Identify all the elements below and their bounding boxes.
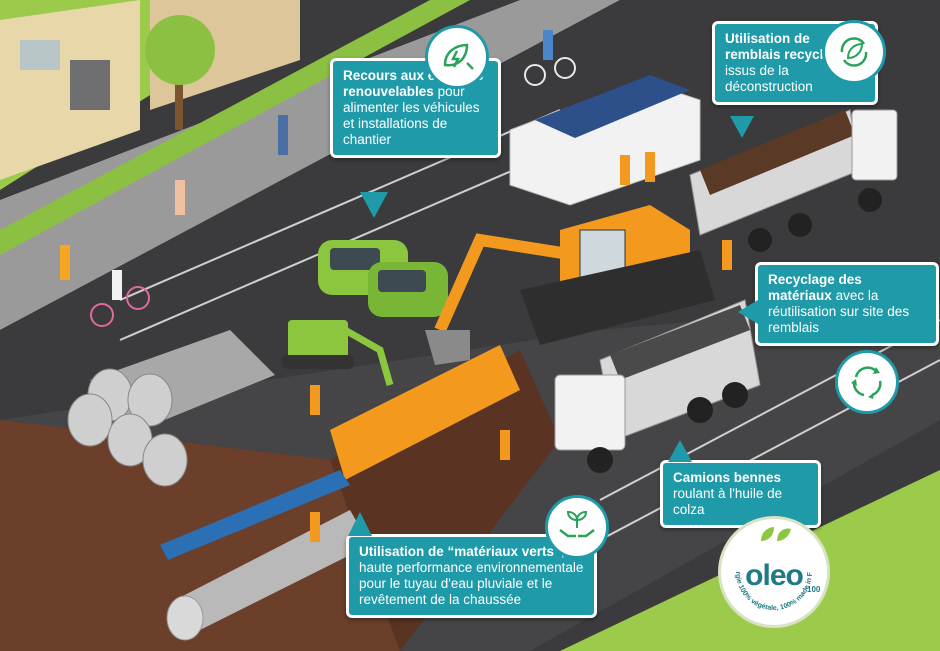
oleo-number: 100: [807, 585, 821, 594]
dump-truck-top: [689, 109, 898, 252]
callout-green-materials: Utilisation de “matériaux verts”, à haut…: [346, 534, 597, 618]
callout-recycled-backfill-tail: [730, 116, 754, 138]
oleo-ring: L'énergie 100% végétale, 100% made in Fr…: [721, 519, 814, 612]
grey-pipe-end: [166, 595, 204, 641]
solar-panels: [535, 75, 690, 138]
green-materials-icon-circle: [545, 495, 609, 559]
workers: [310, 152, 732, 542]
house-window: [20, 40, 60, 70]
backfill-icon-circle: [822, 20, 886, 84]
callout-green-materials-bold: Utilisation de “matériaux verts”: [359, 544, 561, 559]
oleo-word: oleo: [745, 559, 804, 592]
callout-material-recycling: Recyclage des matériaux avec la réutilis…: [755, 262, 939, 346]
large-excavator: [425, 205, 715, 365]
callout-material-recycling-tail: [738, 300, 758, 324]
blue-pipe: [160, 470, 350, 560]
fence-right: [599, 319, 940, 501]
callout-recycled-backfill-bold: Utilisation de remblais recyclés: [725, 31, 839, 62]
house-door: [70, 60, 110, 110]
tree-crown: [145, 15, 215, 85]
leaf-cycle-icon: [840, 37, 868, 67]
callout-renewable-energy-text: pour alimenter les véhicules et installa…: [343, 84, 480, 147]
grey-pipe: [175, 510, 370, 635]
oleo-leaf-right-icon: [777, 528, 791, 541]
mini-excavator: [282, 320, 394, 386]
plug-leaf-icon: [443, 43, 474, 70]
callout-dump-trucks-text: roulant à l'huile de colza: [673, 486, 783, 517]
renewable-icon-circle: [425, 25, 489, 89]
tree-trunk: [175, 70, 183, 130]
callout-dump-trucks-bold: Camions bennes: [673, 470, 782, 485]
callout-material-recycling-text: avec la réutilisation sur site des rembl…: [768, 288, 910, 335]
trench-shoring: [330, 345, 520, 480]
callout-recycled-backfill-text: issus de la déconstruction: [725, 63, 813, 94]
oleo100-badge: L'énergie 100% végétale, 100% made in Fr…: [718, 516, 830, 628]
callout-green-materials-tail: [348, 512, 372, 536]
electric-cars: [318, 240, 448, 317]
callout-dump-trucks: Camions bennes roulant à l'huile de colz…: [660, 460, 821, 528]
callout-material-recycling-bold: Recyclage des matériaux: [768, 272, 862, 303]
pipe-stack: [67, 330, 275, 487]
callout-dump-trucks-tail: [668, 440, 692, 462]
street-people: [60, 30, 576, 327]
dump-truck-bottom: [554, 299, 761, 473]
road: [0, 0, 940, 420]
oleo-leaf-left-icon: [761, 527, 774, 541]
callout-renewable-energy-tail: [360, 192, 388, 218]
recycling-icon-circle: [835, 350, 899, 414]
recycle-arrows-icon: [851, 366, 882, 399]
hands-plant-icon: [559, 510, 595, 538]
